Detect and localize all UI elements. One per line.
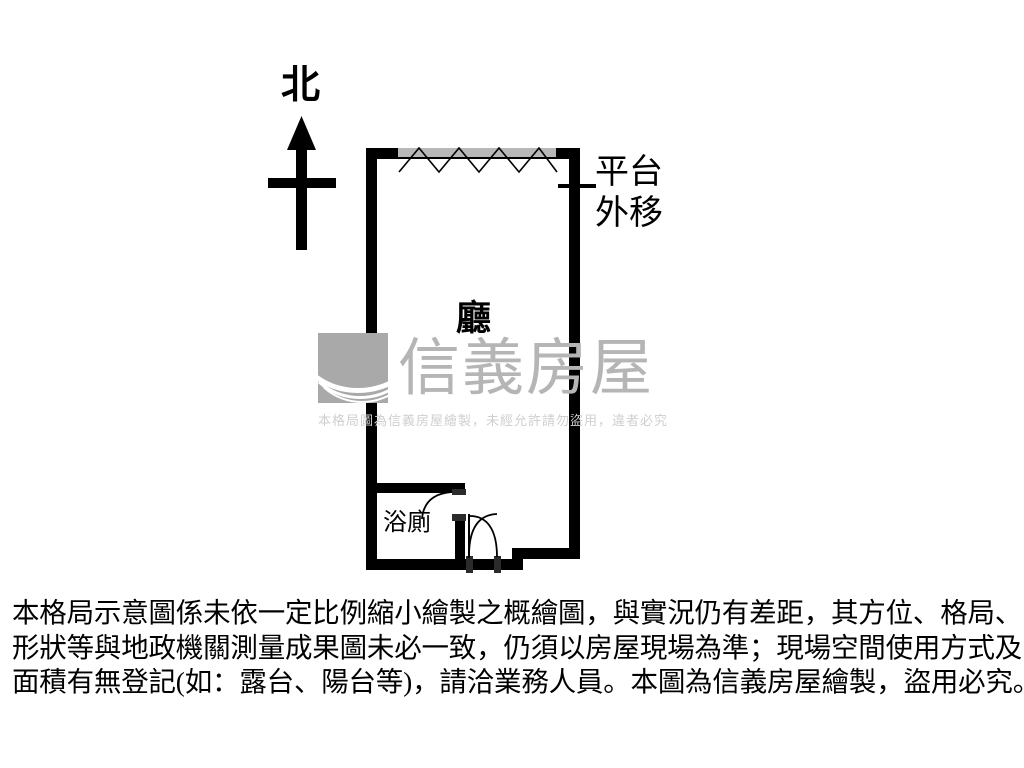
bath-door-swing-icon [421,489,466,521]
window-zigzag-icon [398,146,558,174]
disclaimer-line-1: 本格局示意圖係未依一定比例縮小繪製之概繪圖，與實況仍有差距，其方位、格局、 [12,597,1023,628]
terrace-annotation-line1: 平台 [595,154,663,191]
entry-door-swing-icon [466,513,501,573]
terrace-leader-line [558,184,596,188]
north-label: 北 [281,64,321,107]
disclaimer-text: 本格局示意圖係未依一定比例縮小繪製之概繪圖，與實況仍有差距，其方位、格局、 形狀… [12,596,1024,700]
room-label-hall: 廳 [456,299,492,338]
north-arrow-icon [268,116,336,250]
room-label-bathroom: 浴廁 [383,510,431,536]
terrace-annotation: 平台外移 [595,152,663,235]
disclaimer-line-2: 形狀等與地政機關測量成果圖未必一致，仍須以房屋現場為準；現場空間使用方式及 [12,631,1023,663]
disclaimer-line-3: 面積有無登記(如：露台、陽台等)，請洽業務人員。本圖為信義房屋繪製，盜用必究。 [12,666,1024,698]
terrace-annotation-line2: 外移 [595,195,663,233]
exterior-walls [366,148,580,570]
